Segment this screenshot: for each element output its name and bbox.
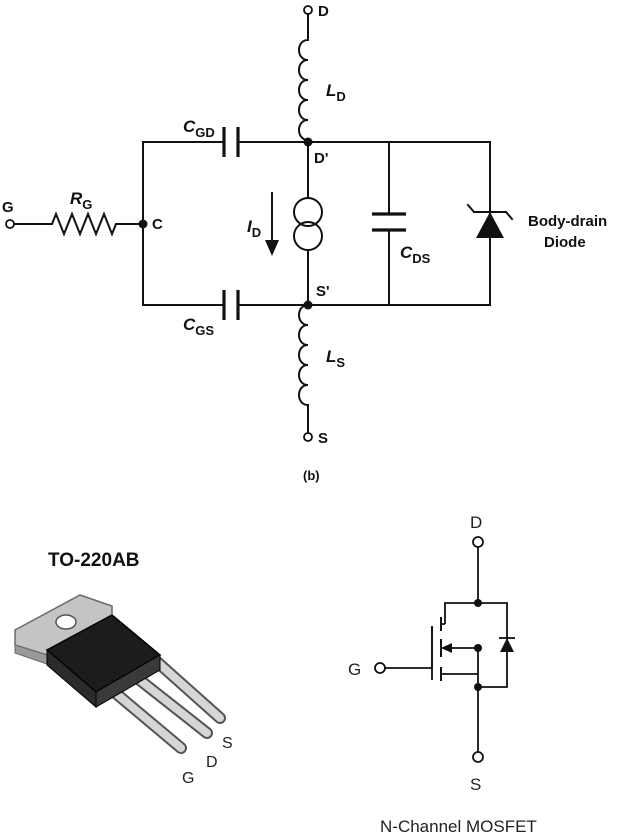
capacitor-cgs-label: CGS (183, 315, 214, 338)
node-c-label: C (152, 216, 163, 233)
current-arrow-head (265, 240, 279, 256)
symbol-source-label: S (470, 775, 481, 794)
equivalent-circuit: D S G C D' S' LD LS RG CGD CGS CDS ID Bo… (2, 3, 607, 483)
current-source-lower (293, 221, 323, 251)
symbol-body-arrow (441, 643, 452, 653)
symbol-source-connection (441, 648, 479, 675)
symbol-body-junction (474, 644, 482, 652)
inductor-ls-label: LS (326, 347, 345, 370)
capacitor-cgs (222, 290, 240, 320)
resistor-rg-label: RG (70, 189, 92, 212)
to220-package: TO-220AB G D S (14, 550, 233, 787)
mosfet-symbol: D G S N-Channel MOSFET (348, 513, 537, 836)
node-c-dot (138, 219, 148, 229)
body-diode (476, 212, 504, 238)
resistor-rg (13, 211, 144, 237)
node-d-prime-dot (303, 137, 313, 147)
diode-label-line2: Diode (544, 234, 586, 251)
symbol-gate-terminal (374, 662, 386, 674)
current-label: ID (247, 217, 261, 240)
node-s-prime-dot (303, 300, 313, 310)
source-terminal (303, 432, 313, 442)
symbol-caption: N-Channel MOSFET (380, 817, 537, 836)
node-d-prime-label: D' (314, 150, 328, 167)
inductor-ld-label: LD (326, 81, 346, 104)
node-s-prime-label: S' (316, 283, 330, 300)
symbol-drain-junction (474, 599, 482, 607)
symbol-drain-connection (444, 602, 478, 624)
drain-terminal (303, 5, 313, 15)
inductor-ls (298, 303, 310, 407)
capacitor-cgd-label: CGD (183, 117, 215, 140)
package-mounting-hole (55, 614, 77, 630)
source-terminal-label: S (318, 430, 328, 447)
diode-zener-bar (466, 203, 514, 221)
package-pin-s-label: S (222, 735, 233, 752)
package-pin-d-label: D (206, 754, 218, 771)
package-pin-g-label: G (182, 770, 194, 787)
symbol-source-terminal (472, 751, 484, 763)
capacitor-cds (372, 212, 406, 232)
drain-terminal-label: D (318, 3, 329, 20)
diode-label-line1: Body-drain (528, 213, 607, 230)
symbol-drain-terminal (472, 536, 484, 548)
package-title: TO-220AB (48, 550, 140, 571)
symbol-gate-wire (385, 626, 433, 669)
symbol-drain-label: D (470, 513, 482, 532)
gate-terminal-label: G (2, 199, 14, 216)
gate-terminal (5, 219, 15, 229)
symbol-body-diode (500, 638, 514, 652)
symbol-gate-label: G (348, 660, 361, 679)
current-source-upper (293, 197, 323, 227)
capacitor-cgd (222, 127, 240, 157)
symbol-diode-loop (478, 602, 508, 688)
inductor-ld (298, 38, 310, 142)
circuit-caption: (b) (303, 468, 320, 483)
capacitor-cds-label: CDS (400, 243, 431, 266)
symbol-source-junction (474, 683, 482, 691)
